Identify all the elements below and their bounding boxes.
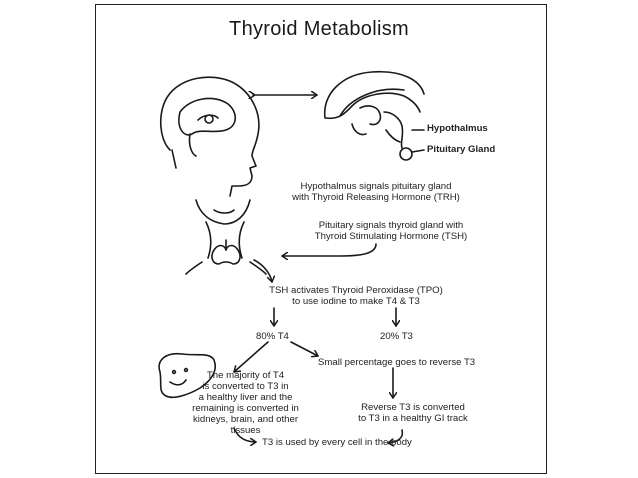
gi-conversion-text: Reverse T3 is converted to T3 in a healt… <box>358 402 468 424</box>
pituitary-gland-label: Pituitary Gland <box>427 144 496 155</box>
gi-to-final-arrow <box>387 429 404 443</box>
tsh-to-thyroid-arrow <box>281 243 377 256</box>
brain-section-icon <box>323 70 425 161</box>
t4-to-liver-arrow <box>233 341 269 373</box>
liver-conversion-text: The majority of T4 is converted to T3 in… <box>192 370 299 436</box>
liver-to-final-arrow <box>233 427 257 442</box>
thyroid-to-tpo-arrow <box>253 259 272 283</box>
t4-percent-text: 80% T4 <box>256 331 289 342</box>
head-brain-icon <box>159 76 260 197</box>
neck-thyroid-icon <box>185 199 267 275</box>
t4-to-reverse-arrow <box>290 341 319 356</box>
tsh-step-text: Pituitary signals thyroid gland with Thy… <box>314 220 468 242</box>
final-step-text: T3 is used by every cell in the body <box>262 437 412 448</box>
liver-icon <box>158 352 216 399</box>
diagram-frame <box>95 4 547 474</box>
reverse-t3-text: Small percentage goes to reverse T3 <box>318 357 476 368</box>
trh-step-text: Hypothalmus signals pituitary gland with… <box>292 181 460 203</box>
hypothalmus-label: Hypothalmus <box>427 123 488 134</box>
tpo-step-text: TSH activates Thyroid Peroxidase (TPO) t… <box>269 285 443 307</box>
t3-percent-text: 20% T3 <box>380 331 413 342</box>
diagram-title: Thyroid Metabolism <box>229 18 409 40</box>
